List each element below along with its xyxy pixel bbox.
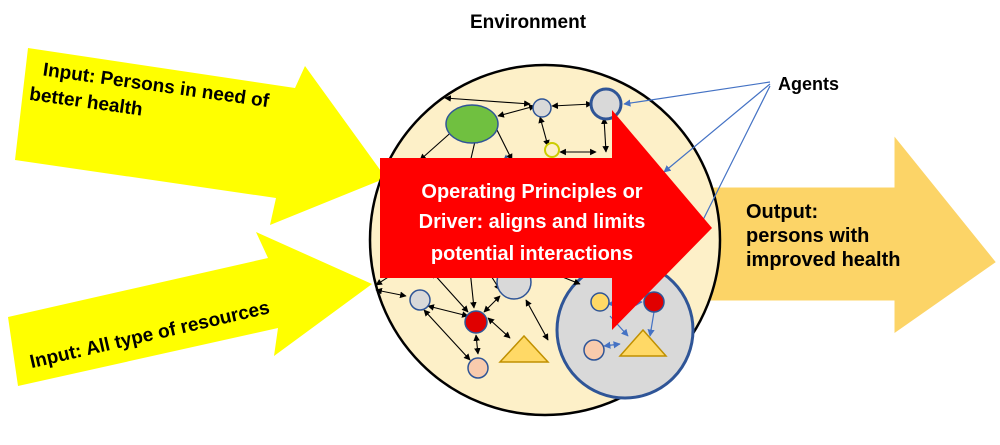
environment-title: Environment [470, 12, 587, 33]
agent-red [464, 310, 488, 334]
input-arrow-persons [15, 48, 386, 225]
driver-line3: potential interactions [431, 243, 633, 265]
output-line3: improved health [746, 249, 900, 271]
output-arrow [689, 136, 996, 333]
driver-line2: Driver: aligns and limits [419, 211, 646, 233]
agents-label: Agents [778, 74, 839, 94]
agent-yellow-ring [544, 142, 560, 158]
agent-grey-bottom [409, 289, 431, 311]
agents-pointer-lines [623, 81, 771, 227]
agent-grey-small [532, 98, 552, 118]
driver-line1: Operating Principles or [421, 181, 642, 203]
driver-arrow [380, 110, 712, 330]
agent-subsystem-triangle [618, 328, 668, 357]
output-line1: Output: [746, 201, 818, 223]
agent-subsystem-red [643, 291, 665, 313]
agent-peach [467, 357, 489, 379]
agent-grey-ring [589, 87, 623, 121]
agent-triangle [498, 334, 550, 363]
agent-subsystem-yellow [590, 292, 610, 312]
agent-green [445, 104, 499, 144]
output-line2: persons with [746, 225, 869, 247]
input-arrow-resources [8, 232, 372, 386]
agent-subsystem-peach [583, 339, 605, 361]
